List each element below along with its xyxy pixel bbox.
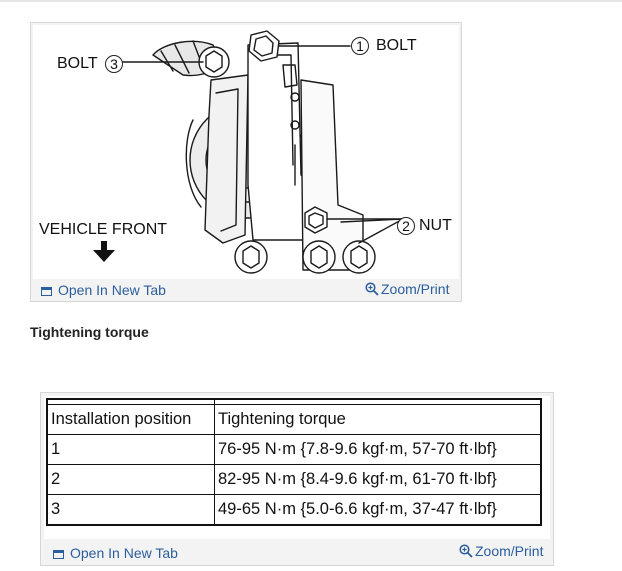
table-row: 3 49-65 N·m {5.0-6.6 kgf·m, 37-47 ft·lbf… <box>46 494 542 526</box>
table-card: Installation position Tightening torque … <box>40 392 554 566</box>
cell-position: 3 <box>46 494 215 526</box>
header-installation-position: Installation position <box>46 404 215 435</box>
torque-table: Installation position Tightening torque … <box>46 398 542 526</box>
table-zoom-print-link[interactable]: Zoom/Print <box>459 543 543 559</box>
figure-card: BOLT 3 1 BOLT 2 NUT VEHICLE FRONT Open I… <box>30 22 462 302</box>
cell-torque: 76-95 N·m {7.8-9.6 kgf·m, 57-70 ft·lbf} <box>214 434 542 465</box>
table-row: 1 76-95 N·m {7.8-9.6 kgf·m, 57-70 ft·lbf… <box>46 434 542 465</box>
callout-3: 3 <box>105 55 123 73</box>
new-tab-icon <box>41 287 52 296</box>
figure-zoom-print-link[interactable]: Zoom/Print <box>365 281 449 297</box>
arrow-down-icon <box>93 241 115 262</box>
callout-1: 1 <box>351 37 369 55</box>
section-title: Tightening torque <box>30 324 149 340</box>
figure-open-new-tab-link[interactable]: Open In New Tab <box>41 282 166 298</box>
caliper-illustration[interactable]: BOLT 3 1 BOLT 2 NUT VEHICLE FRONT <box>33 25 459 279</box>
zoom-in-icon <box>365 282 379 296</box>
table-area: Installation position Tightening torque … <box>44 396 550 539</box>
table-open-new-tab-label: Open In New Tab <box>70 545 178 561</box>
cell-position: 1 <box>46 434 215 465</box>
figure-zoom-print-label: Zoom/Print <box>381 281 450 297</box>
label-bolt-1: BOLT <box>376 37 417 54</box>
header-tightening-torque: Tightening torque <box>214 404 542 435</box>
figure-open-new-tab-label: Open In New Tab <box>58 282 166 298</box>
callout-2: 2 <box>397 217 415 235</box>
new-tab-icon <box>53 550 64 559</box>
caliper-drawing <box>93 30 404 274</box>
label-nut: NUT <box>419 217 452 234</box>
cell-torque: 82-95 N·m {8.4-9.6 kgf·m, 61-70 ft·lbf} <box>214 464 542 495</box>
label-bolt-3: BOLT <box>57 55 98 72</box>
cell-torque: 49-65 N·m {5.0-6.6 kgf·m, 37-47 ft·lbf} <box>214 494 542 526</box>
top-divider <box>0 0 622 2</box>
table-open-new-tab-link[interactable]: Open In New Tab <box>53 545 178 561</box>
zoom-in-icon <box>459 544 473 558</box>
cell-position: 2 <box>46 464 215 495</box>
table-row: 2 82-95 N·m {8.4-9.6 kgf·m, 61-70 ft·lbf… <box>46 464 542 495</box>
table-zoom-print-label: Zoom/Print <box>475 543 544 559</box>
label-vehicle-front: VEHICLE FRONT <box>39 221 168 238</box>
table-header-row: Installation position Tightening torque <box>46 404 542 435</box>
